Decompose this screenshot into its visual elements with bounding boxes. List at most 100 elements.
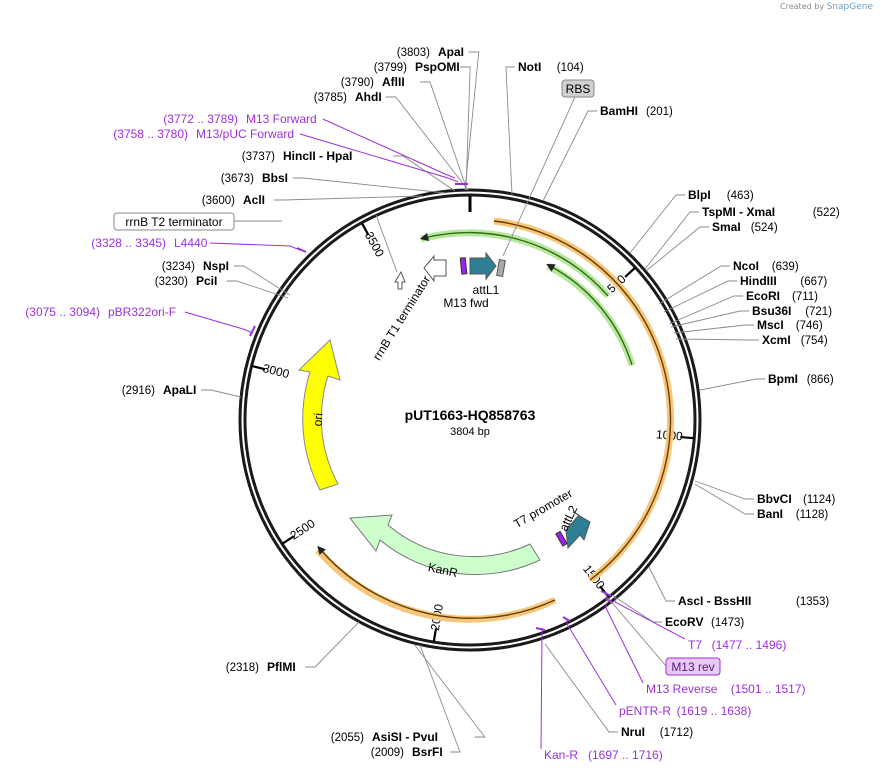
enzyme-position: (3234) xyxy=(162,261,195,273)
primer-site xyxy=(535,627,546,631)
enzyme-leader xyxy=(699,378,765,391)
enzyme-name: PspOMI xyxy=(415,60,460,74)
enzyme-leader xyxy=(648,566,675,602)
tick-mark xyxy=(432,628,438,643)
primer-leader xyxy=(184,311,254,334)
enzyme-position: (746) xyxy=(796,320,823,332)
rrnb-t2-label: rrnB T2 terminator xyxy=(125,215,222,229)
enzyme-name: BlpI xyxy=(688,188,711,202)
annotation-labels: ApaI (3803)PspOMI (3799)AflII (3790)AhdI (37… xyxy=(25,45,840,762)
kanr-label: KanR xyxy=(427,560,460,580)
enzyme-leader xyxy=(675,338,759,341)
enzyme-leader xyxy=(226,280,289,299)
enzyme-name: BanI xyxy=(757,507,783,521)
enzyme-position: (201) xyxy=(646,106,673,118)
enzyme-name: NruI xyxy=(621,725,645,739)
enzyme-position: (1473) xyxy=(711,617,744,629)
tick-mark xyxy=(680,435,695,440)
enzyme-name: ApaI xyxy=(438,45,464,59)
enzyme-leader xyxy=(385,96,469,191)
enzyme-name: BamHI xyxy=(600,104,638,118)
enzyme-leader xyxy=(420,81,468,191)
backbone-inner xyxy=(243,193,697,647)
snapgene-credit: Created by SnapGene xyxy=(780,2,873,12)
rrnb-t1-leader xyxy=(375,214,398,273)
enzyme-name: AflII xyxy=(382,75,405,89)
leader-lines xyxy=(184,51,765,753)
green-arc-inner-line xyxy=(546,264,633,366)
m13-fwd-primer-mark xyxy=(459,257,468,275)
primer-leader xyxy=(322,118,456,179)
enzyme-leader xyxy=(668,295,743,325)
enzyme-leader xyxy=(292,177,447,194)
enzyme-name: BpmI xyxy=(768,372,798,386)
enzyme-position: (2055) xyxy=(331,732,364,744)
enzyme-name: NcoI xyxy=(733,259,759,273)
primer-site xyxy=(562,616,571,622)
enzyme-leader xyxy=(464,51,480,191)
primer-name: pBR322ori-F xyxy=(108,305,176,319)
enzyme-position: (3673) xyxy=(221,173,254,185)
enzyme-position: (3790) xyxy=(341,77,374,89)
enzyme-name: NspI xyxy=(203,259,229,273)
enzyme-position: (3785) xyxy=(314,92,347,104)
enzyme-leader xyxy=(644,211,699,270)
enzyme-position: (522) xyxy=(813,207,840,219)
tick-mark xyxy=(624,266,637,278)
primer-site xyxy=(296,247,307,253)
tick-label: 3000 xyxy=(261,361,291,381)
primer-site xyxy=(249,325,256,337)
enzyme-name: AscI - BssHII xyxy=(678,594,751,608)
enzyme-leader xyxy=(419,644,461,753)
enzyme-position: (463) xyxy=(727,190,754,202)
primer-range: (3328 .. 3345) xyxy=(91,236,166,250)
backbone-outer xyxy=(238,188,702,652)
enzyme-name: ApaLI xyxy=(163,383,196,397)
enzyme-name: NotI xyxy=(518,60,541,74)
enzyme-name: BbvCI xyxy=(757,492,792,506)
rbs-box xyxy=(561,79,595,98)
tick-mark xyxy=(281,535,295,545)
enzyme-position: (2318) xyxy=(226,662,259,674)
enzyme-leader xyxy=(305,621,360,668)
enzyme-name: AhdI xyxy=(355,90,382,104)
primer-name: M13 Forward xyxy=(246,112,317,126)
terminator-arrow xyxy=(423,254,447,283)
enzyme-leader xyxy=(505,66,515,196)
primer-site xyxy=(600,590,612,597)
attl2-arrow xyxy=(565,511,591,550)
primer-leader xyxy=(540,628,543,750)
m13-rev-box xyxy=(665,657,721,676)
enzyme-position: (3803) xyxy=(397,47,430,59)
primer-leader xyxy=(614,598,686,640)
enzyme-position: (866) xyxy=(807,374,834,386)
enzyme-leader xyxy=(611,594,662,623)
primer-leader xyxy=(605,604,644,684)
attl1-arrow xyxy=(469,251,497,281)
enzyme-position: (1124) xyxy=(803,494,836,506)
enzyme-position: (3799) xyxy=(374,62,407,74)
enzyme-name: XcmI xyxy=(762,333,791,347)
primer-name: M13 Reverse xyxy=(646,682,718,696)
t7-primer-mark xyxy=(555,530,568,547)
enzyme-position: (1353) xyxy=(796,596,829,608)
m13-rev-label: M13 rev xyxy=(671,660,714,674)
enzyme-position: (667) xyxy=(800,276,827,288)
tick-mark xyxy=(251,364,266,371)
primer-range: (1477 .. 1496) xyxy=(712,638,787,652)
enzyme-name: EcoRV xyxy=(665,615,703,629)
rrnb-t2-box xyxy=(113,212,235,231)
primer-range: (1697 .. 1716) xyxy=(588,748,663,762)
primer-leader xyxy=(566,620,617,706)
primer-leader xyxy=(299,133,459,183)
enzyme-leader xyxy=(694,483,754,515)
rbs-leader xyxy=(502,96,576,257)
enzyme-position: (524) xyxy=(751,222,778,234)
primer-name: M13/pUC Forward xyxy=(196,127,294,141)
enzyme-name: PflMI xyxy=(267,660,296,674)
enzyme-name: EcoRI xyxy=(746,289,780,303)
rrnb-t1-arrow xyxy=(394,270,406,290)
enzyme-name: TspMI - XmaI xyxy=(702,205,775,219)
enzyme-position: (3600) xyxy=(202,195,235,207)
